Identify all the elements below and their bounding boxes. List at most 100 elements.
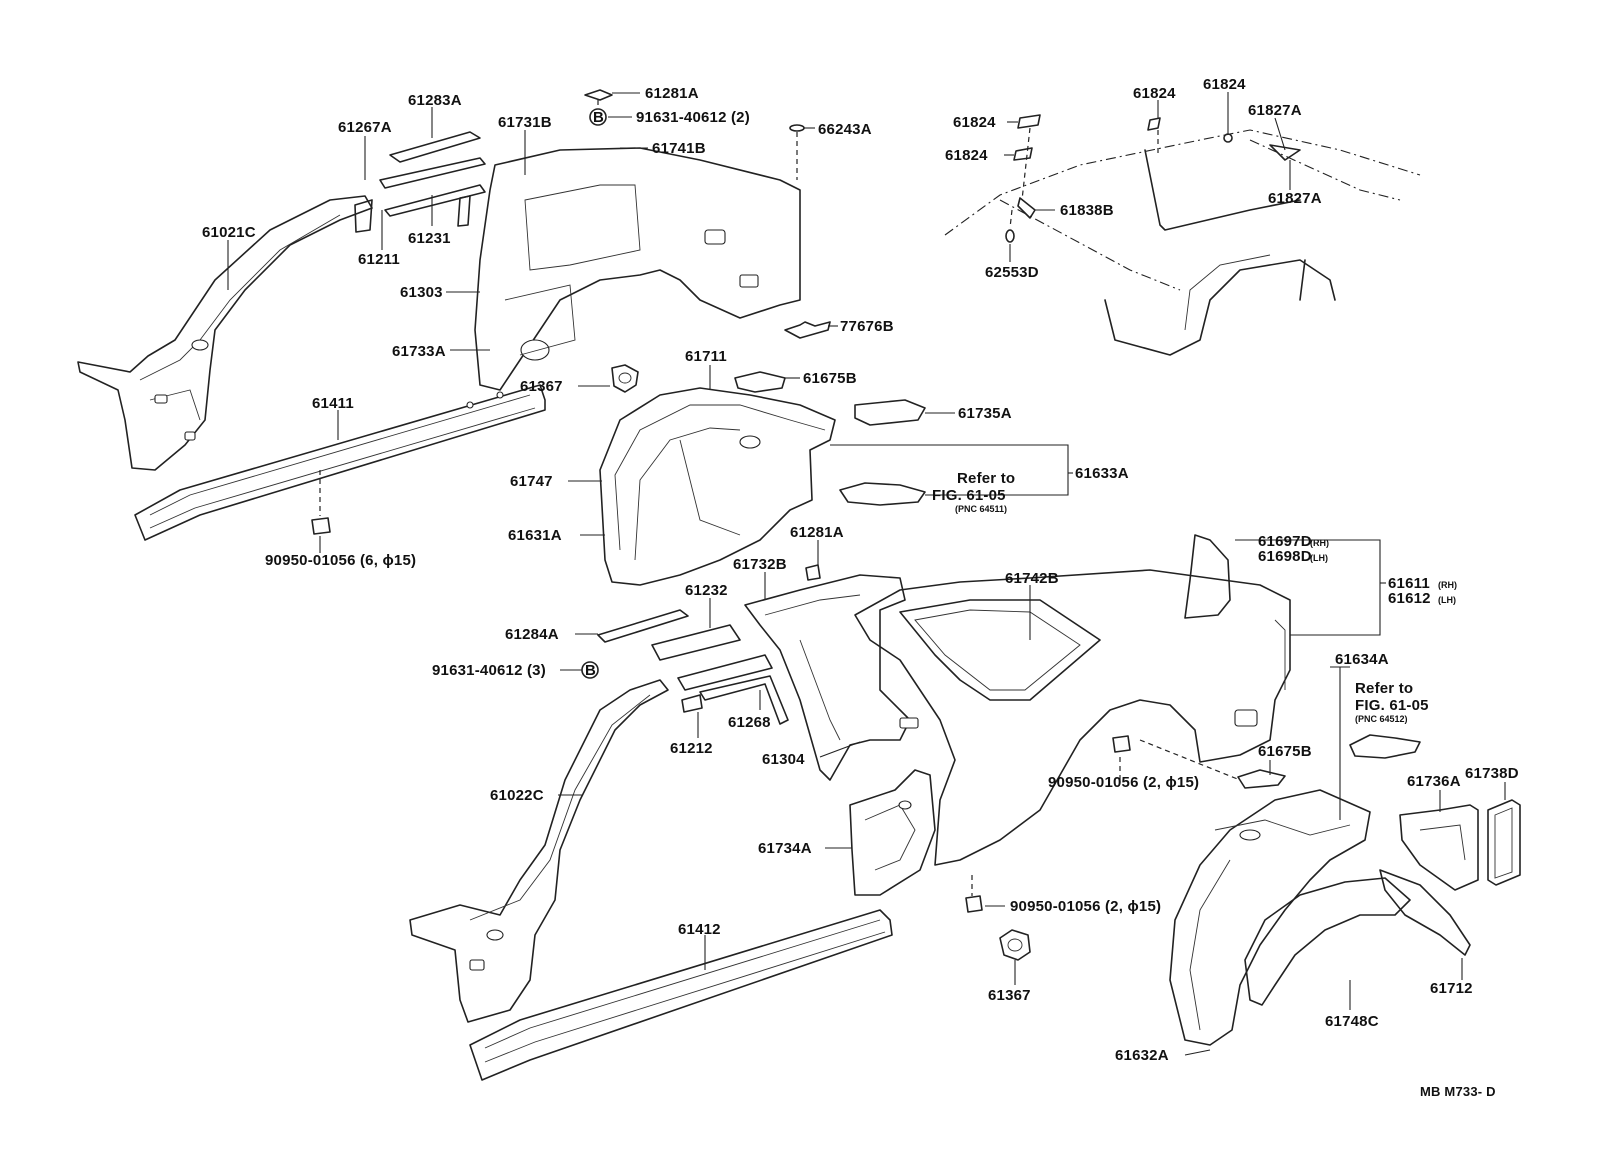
pnc-ref-2: (PNC 64512) xyxy=(1355,714,1408,724)
nut-90950-mid xyxy=(1112,735,1131,753)
pnc-ref-1: (PNC 64511) xyxy=(955,504,1007,514)
rocker-panel-61412 xyxy=(469,909,893,1081)
label-61735a: 61735A xyxy=(958,405,1012,422)
label-61367-top: 61367 xyxy=(520,378,563,395)
label-61675b-top: 61675B xyxy=(803,370,857,387)
bracket-61734a xyxy=(849,769,936,896)
seal-61675b-top xyxy=(734,371,786,393)
wheel-house-liner-61748c xyxy=(1244,877,1411,1006)
bracket-61736a xyxy=(1399,804,1479,891)
label-61827a-b: 61827A xyxy=(1268,190,1322,207)
label-61733a: 61733A xyxy=(392,343,446,360)
refer-to-1: Refer to xyxy=(957,470,1015,487)
label-91631-2: 91631-40612 (2) xyxy=(636,109,750,126)
quarter-inner-61304 xyxy=(744,574,919,781)
front-pillar-61021c xyxy=(77,195,373,471)
label-61411: 61411 xyxy=(312,395,354,412)
label-61747: 61747 xyxy=(510,473,553,490)
plug-61367-bot xyxy=(999,929,1031,961)
seal-61675b-bot xyxy=(1237,769,1286,789)
quarter-inner-panel-61303 xyxy=(474,147,801,391)
label-61283a: 61283A xyxy=(408,92,462,109)
label-61612-side: (LH) xyxy=(1438,595,1456,605)
wheel-house-61632a xyxy=(1169,789,1371,1046)
nut-90950-left xyxy=(311,517,331,535)
label-61742b: 61742B xyxy=(1005,570,1059,587)
label-90950-6: 90950-01056 (6, ϕ15) xyxy=(265,552,416,569)
label-61633a: 61633A xyxy=(1075,465,1129,482)
label-90950-2a: 90950-01056 (2, ϕ15) xyxy=(1048,774,1199,791)
label-61732b: 61732B xyxy=(733,556,787,573)
label-61838b: 61838B xyxy=(1060,202,1114,219)
fig-ref-1: FIG. 61-05 xyxy=(932,487,1006,504)
bolt-91631-top: B xyxy=(589,108,607,126)
label-61827a-a: 61827A xyxy=(1248,102,1302,119)
label-61736a: 61736A xyxy=(1407,773,1461,790)
label-61412: 61412 xyxy=(678,921,721,938)
label-61631a: 61631A xyxy=(508,527,562,544)
label-61611-side: (RH) xyxy=(1438,580,1457,590)
extension-61712 xyxy=(1379,869,1471,956)
label-66243a: 66243A xyxy=(818,121,872,138)
label-61632a: 61632A xyxy=(1115,1047,1169,1064)
label-61021c: 61021C xyxy=(202,224,256,241)
leader-lines xyxy=(227,92,1506,1056)
part-labels: 61283A 61267A 61021C 61211 61231 61303 6… xyxy=(202,76,1519,1099)
front-pillar-61022c xyxy=(409,679,669,1023)
car-outline-roof xyxy=(944,114,1421,356)
label-61267a: 61267A xyxy=(338,119,392,136)
clip-61281a-mid xyxy=(805,564,821,581)
fig-ref-2: FIG. 61-05 xyxy=(1355,697,1429,714)
bracket-77676b xyxy=(784,321,831,339)
rocker-panel-61411 xyxy=(134,384,546,541)
label-61734a: 61734A xyxy=(758,840,812,857)
strip-61738d xyxy=(1487,799,1521,886)
label-61675b-bot: 61675B xyxy=(1258,743,1312,760)
label-90950-2b: 90950-01056 (2, ϕ15) xyxy=(1010,898,1161,915)
plug-61367-top xyxy=(611,364,639,393)
label-61712: 61712 xyxy=(1430,980,1473,997)
strip-61697d xyxy=(1184,534,1231,619)
label-62553d: 62553D xyxy=(985,264,1039,281)
ref-part-64511 xyxy=(839,482,926,506)
label-61211: 61211 xyxy=(358,251,400,268)
label-61303: 61303 xyxy=(400,284,443,301)
quarter-panel-61611 xyxy=(854,569,1291,866)
nut-90950-bottom xyxy=(965,895,983,913)
label-61284a: 61284A xyxy=(505,626,559,643)
plug-66243a xyxy=(789,124,805,132)
label-61231: 61231 xyxy=(408,230,451,247)
label-61304: 61304 xyxy=(762,751,805,768)
label-91631-3: 91631-40612 (3) xyxy=(432,662,546,679)
rail-strips-mid xyxy=(597,609,789,725)
figure-code: MB M733- D xyxy=(1420,1084,1496,1099)
refer-to-2: Refer to xyxy=(1355,680,1413,697)
wheel-house-61631a xyxy=(599,387,836,586)
label-61281a-top: 61281A xyxy=(645,85,699,102)
bolt-symbol-top: B xyxy=(593,109,604,126)
label-61022c: 61022C xyxy=(490,787,544,804)
label-61612: 61612 xyxy=(1388,590,1431,607)
label-61741b: 61741B xyxy=(652,140,706,157)
label-61281a-mid: 61281A xyxy=(790,524,844,541)
label-61698d: 61698D xyxy=(1258,548,1312,565)
roof-rail-strips xyxy=(354,131,486,233)
ref-part-64512 xyxy=(1349,734,1421,759)
label-61824-b: 61824 xyxy=(945,147,988,164)
label-61367-bot: 61367 xyxy=(988,987,1031,1004)
label-61697d: 61697D xyxy=(1258,533,1312,550)
label-61711: 61711 xyxy=(685,348,727,365)
label-77676b: 77676B xyxy=(840,318,894,335)
label-61824-d: 61824 xyxy=(1203,76,1246,93)
label-61738d: 61738D xyxy=(1465,765,1519,782)
bracket-61735a xyxy=(854,399,926,426)
label-61824-c: 61824 xyxy=(1133,85,1176,102)
label-61698d-side: (LH) xyxy=(1310,553,1328,563)
bolt-symbol-mid: B xyxy=(585,662,596,679)
label-61268: 61268 xyxy=(728,714,771,731)
label-61634a: 61634A xyxy=(1335,651,1389,668)
label-61611: 61611 xyxy=(1388,575,1430,592)
label-61824-a: 61824 xyxy=(953,114,996,131)
label-61212: 61212 xyxy=(670,740,713,757)
